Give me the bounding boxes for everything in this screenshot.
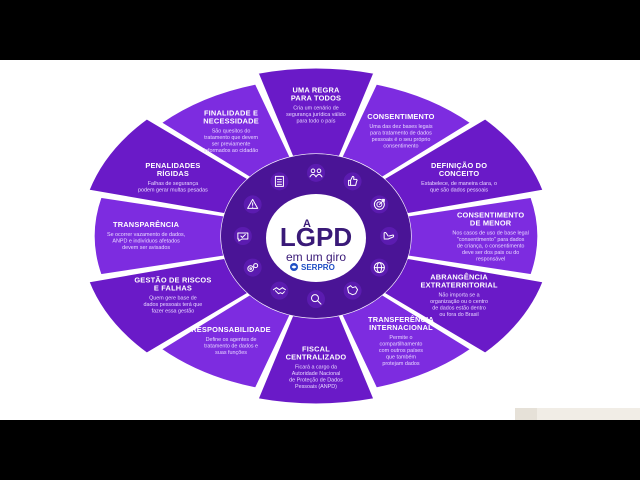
segment-title: E FALHAS (154, 284, 192, 293)
segment-title: FINALIDADE E (204, 109, 258, 118)
segment-title: PENALIDADES (145, 161, 200, 170)
segment-8: RESPONSABILIDADE Define os agentes detrat… (160, 294, 291, 389)
segment-description: devem ser avisados (122, 245, 170, 251)
segment-description: organização ou o centro (430, 299, 488, 305)
segment-description: de Proteção de Dados (289, 378, 343, 384)
segment-description: Define os agentes de (206, 337, 257, 343)
map-icon (343, 281, 362, 300)
segment-description: responsável (476, 256, 505, 262)
gears-icon (243, 258, 262, 277)
segment-description: Ficará a cargo da (295, 365, 337, 371)
segment-description: ser previamente (212, 142, 251, 148)
segment-title: CONCEITO (439, 169, 480, 178)
segment-title: UMA REGRA (292, 86, 340, 95)
segment-description: que são dados pessoais (430, 188, 488, 194)
hand-icon (380, 227, 399, 245)
center-brand: SERPRO (301, 263, 335, 272)
segment-description: deve ser dos pais ou do (462, 250, 519, 256)
segment-title: RESPONSABILIDADE (191, 325, 271, 334)
segment-description: dados pessoais terá que (144, 302, 203, 308)
segment-description: que também (386, 355, 416, 361)
segment-description: podem gerar multas pesadas (138, 188, 208, 194)
chat-icon (233, 227, 252, 245)
segment-description: "consentimento" para dados (457, 237, 525, 243)
segment-description: Pessoais (ANPD) (295, 384, 337, 390)
segment-description: de dados estão dentro (432, 305, 486, 311)
segment-description: São quesitos do (212, 129, 251, 135)
segment-description: Se ocorrer vazamento de dados, (107, 232, 186, 238)
segment-description: protejam dados (382, 361, 419, 367)
segment-description: Permite o (389, 335, 412, 341)
segment-description: para tratamento de dados (370, 130, 432, 136)
warning-icon (243, 195, 262, 214)
segment-title: ABRANGÊNCIA (430, 272, 488, 281)
segment-description: ANPD e indivíduos afetados (112, 239, 180, 245)
segment-description: consentimento (383, 143, 418, 149)
segment-description: com outros países (379, 348, 423, 354)
center-subtitle: em um giro (286, 250, 346, 264)
center-title: LGPD (280, 222, 352, 252)
segment-title: TRANSFERÊNCIA (368, 315, 434, 324)
segment-title: CONSENTIMENTO (457, 210, 524, 219)
segment-title: RÍGIDAS (157, 169, 189, 178)
segment-description: Nos casos de uso de base legal (452, 230, 528, 236)
segment-description: Estabelece, de maneira clara, o (421, 181, 497, 187)
webcam-overlay (515, 408, 640, 420)
serpro-logo-icon (290, 263, 298, 271)
segment-title: GESTÃO DE RISCOS (134, 276, 211, 285)
segment-description: compartilhamento (380, 342, 423, 348)
segment-description: ou fora do Brasil (439, 312, 478, 318)
segment-description: tratamento que devem (204, 135, 258, 141)
segment-description: informados ao cidadão (204, 148, 259, 154)
segment-title: DE MENOR (470, 218, 512, 227)
segment-description: tratamento de dados e (204, 343, 258, 349)
segment-title: FISCAL (302, 345, 330, 354)
segment-description: pessoais é o seu próprio (372, 137, 431, 143)
people-icon (307, 163, 325, 182)
segment-description: segurança jurídica válido (286, 112, 346, 118)
center-prefix: A (303, 218, 311, 230)
segment-description: Uma das dez bases legais (369, 124, 433, 130)
checklist-icon (270, 172, 289, 191)
magnifier-icon (307, 290, 325, 309)
segment-title: EXTRATERRITORIAL (420, 280, 498, 289)
segment-title: PARA TODOS (291, 94, 341, 103)
segment-description: suas funções (215, 350, 247, 356)
segment-description: Autoridade Nacional (292, 371, 341, 377)
segment-title: INTERNACIONAL (369, 323, 433, 332)
thumbs-up-icon (343, 172, 362, 191)
presenter-video (515, 408, 640, 420)
segment-description: fazer essa gestão (152, 309, 195, 315)
segment-title: CONSENTIMENTO (367, 112, 434, 121)
handshake-icon (270, 281, 289, 300)
center-badge (266, 194, 366, 282)
segment-description: Não importa se a (439, 292, 480, 298)
globe-icon (370, 258, 389, 277)
segment-description: Falhas de segurança (148, 181, 198, 187)
target-icon (370, 195, 389, 214)
segment-description: Cria um cenário de (293, 106, 339, 112)
segment-title: CENTRALIZADO (286, 353, 347, 362)
segment-description: para todo o país (297, 119, 336, 125)
segment-description: de criança, o consentimento (457, 243, 524, 249)
segment-description: Quem gere base de (149, 296, 197, 302)
segment-title: TRANSPARÊNCIA (113, 220, 180, 229)
segment-title: DEFINIÇÃO DO (431, 161, 487, 170)
segment-title: NECESSIDADE (203, 117, 259, 126)
